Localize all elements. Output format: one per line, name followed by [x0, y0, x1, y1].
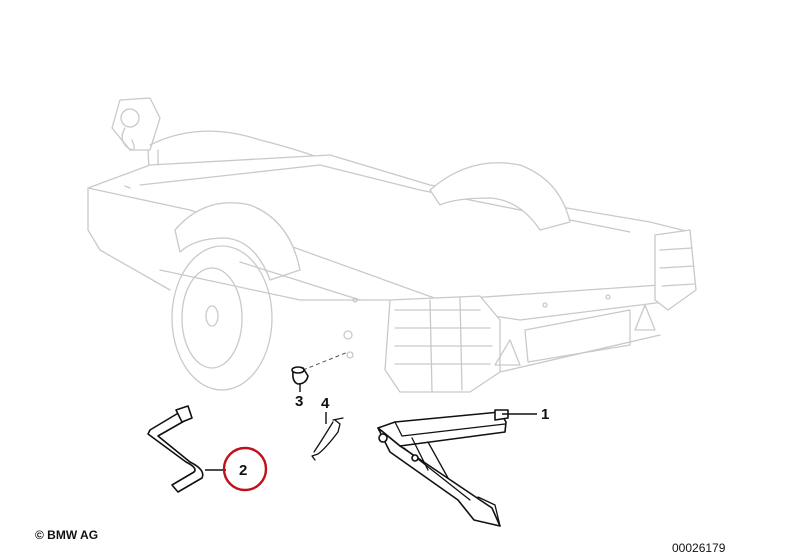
trailer-illustration [87, 97, 697, 393]
callout-2-highlight-circle [222, 446, 268, 492]
copyright-text: © BMW AG [35, 528, 98, 542]
part-3-plug[interactable] [291, 366, 309, 385]
part-1-support-stand[interactable] [377, 409, 509, 527]
callout-1[interactable]: 1 [541, 406, 549, 423]
diagram-number: 00026179 [672, 541, 726, 555]
part-2-crank-handle[interactable] [147, 405, 204, 493]
callout-leaders [205, 384, 537, 471]
part-4-clip[interactable] [311, 417, 344, 461]
callout-2[interactable]: 2 [239, 462, 247, 479]
callout-4[interactable]: 4 [321, 395, 330, 412]
callout-3[interactable]: 3 [295, 393, 303, 410]
